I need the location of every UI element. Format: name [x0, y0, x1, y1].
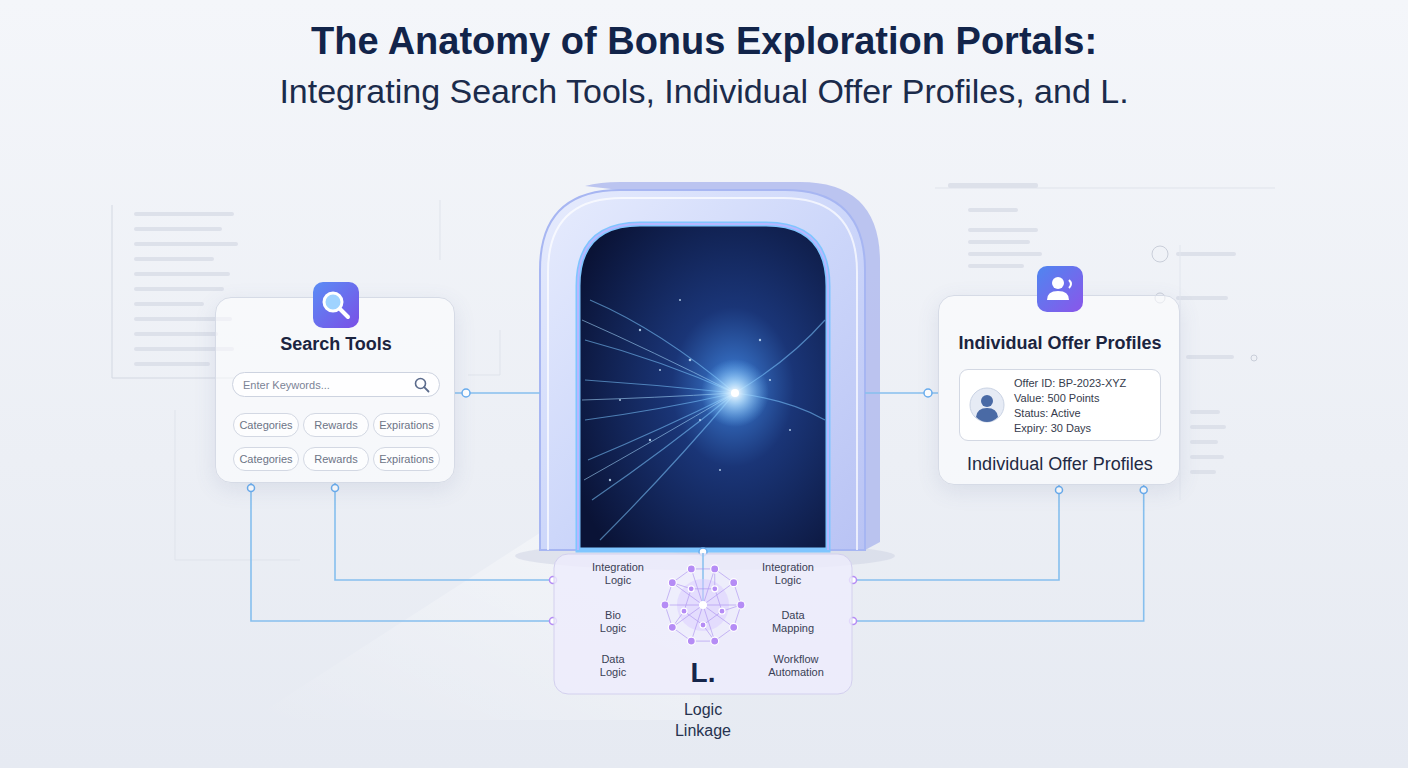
- chip-label: Categories: [239, 419, 292, 431]
- chip-label: Categories: [239, 453, 292, 465]
- filter-chip: Categories: [233, 413, 299, 437]
- connector-line: [251, 483, 553, 621]
- subtitle: Integrating Search Tools, Individual Off…: [0, 72, 1408, 111]
- search-input: Enter Keywords...: [232, 372, 440, 397]
- logic-label: Bio Logic: [593, 609, 633, 635]
- chip-label: Rewards: [314, 453, 357, 465]
- panel-heading: Individual Offer Profiles: [939, 333, 1181, 354]
- search-icon: [312, 281, 360, 329]
- connector-dot: [248, 485, 255, 492]
- offer-field: Status: Active: [1014, 406, 1154, 421]
- filter-chip: Expirations: [373, 447, 440, 471]
- avatar-icon: [969, 387, 1005, 423]
- offer-card: Offer ID: BP-2023-XYZValue: 500 PointsSt…: [959, 369, 1161, 441]
- hub-letter: L.: [663, 657, 743, 689]
- offer-panel: Offer ID: BP-2023-XYZValue: 500 PointsSt…: [938, 295, 1180, 485]
- search-glass: [414, 377, 430, 393]
- search-panel: Enter Keywords...CategoriesRewardsExpira…: [215, 297, 455, 483]
- filter-chip: Categories: [233, 447, 299, 471]
- faint-list: [935, 183, 1275, 500]
- filter-chip: Expirations: [373, 413, 440, 437]
- logic-label: Data Mapping: [765, 609, 821, 635]
- connector-dot: [1056, 487, 1063, 494]
- filter-chip: Rewards: [303, 447, 369, 471]
- offer-field: Offer ID: BP-2023-XYZ: [1014, 376, 1154, 391]
- logic-label: Workflow Automation: [758, 653, 834, 679]
- connector-line: [853, 485, 1144, 621]
- connector-dot: [332, 485, 339, 492]
- portal-wires: [455, 389, 938, 556]
- decor-lines: [175, 200, 500, 560]
- connector-line: [853, 485, 1059, 580]
- diagram-title: The Anatomy of Bonus Exploration Portals…: [0, 20, 1408, 63]
- offer-field: Expiry: 30 Days: [1014, 421, 1154, 436]
- panel-footer: Individual Offer Profiles: [939, 454, 1181, 475]
- logic-hub: Integration Logic Integration LogicBio Lo…: [553, 553, 853, 758]
- connector-line: [335, 483, 553, 580]
- logic-label: Data Logic: [593, 653, 633, 679]
- filter-chip: Rewards: [303, 413, 369, 437]
- portal-illustration: [540, 182, 880, 550]
- chip-label: Expirations: [379, 419, 433, 431]
- logic-label: Integration Logic: [748, 561, 828, 587]
- profile-icon: [1036, 265, 1084, 313]
- logic-label: Integration Logic: [578, 561, 658, 587]
- chip-label: Expirations: [379, 453, 433, 465]
- chip-label: Rewards: [314, 419, 357, 431]
- offer-field: Value: 500 Points: [1014, 391, 1154, 406]
- hub-caption: Logic Linkage: [658, 699, 748, 741]
- input-placeholder: Enter Keywords...: [243, 379, 330, 391]
- connector-dot: [1140, 487, 1147, 494]
- panel-heading: Search Tools: [216, 334, 456, 355]
